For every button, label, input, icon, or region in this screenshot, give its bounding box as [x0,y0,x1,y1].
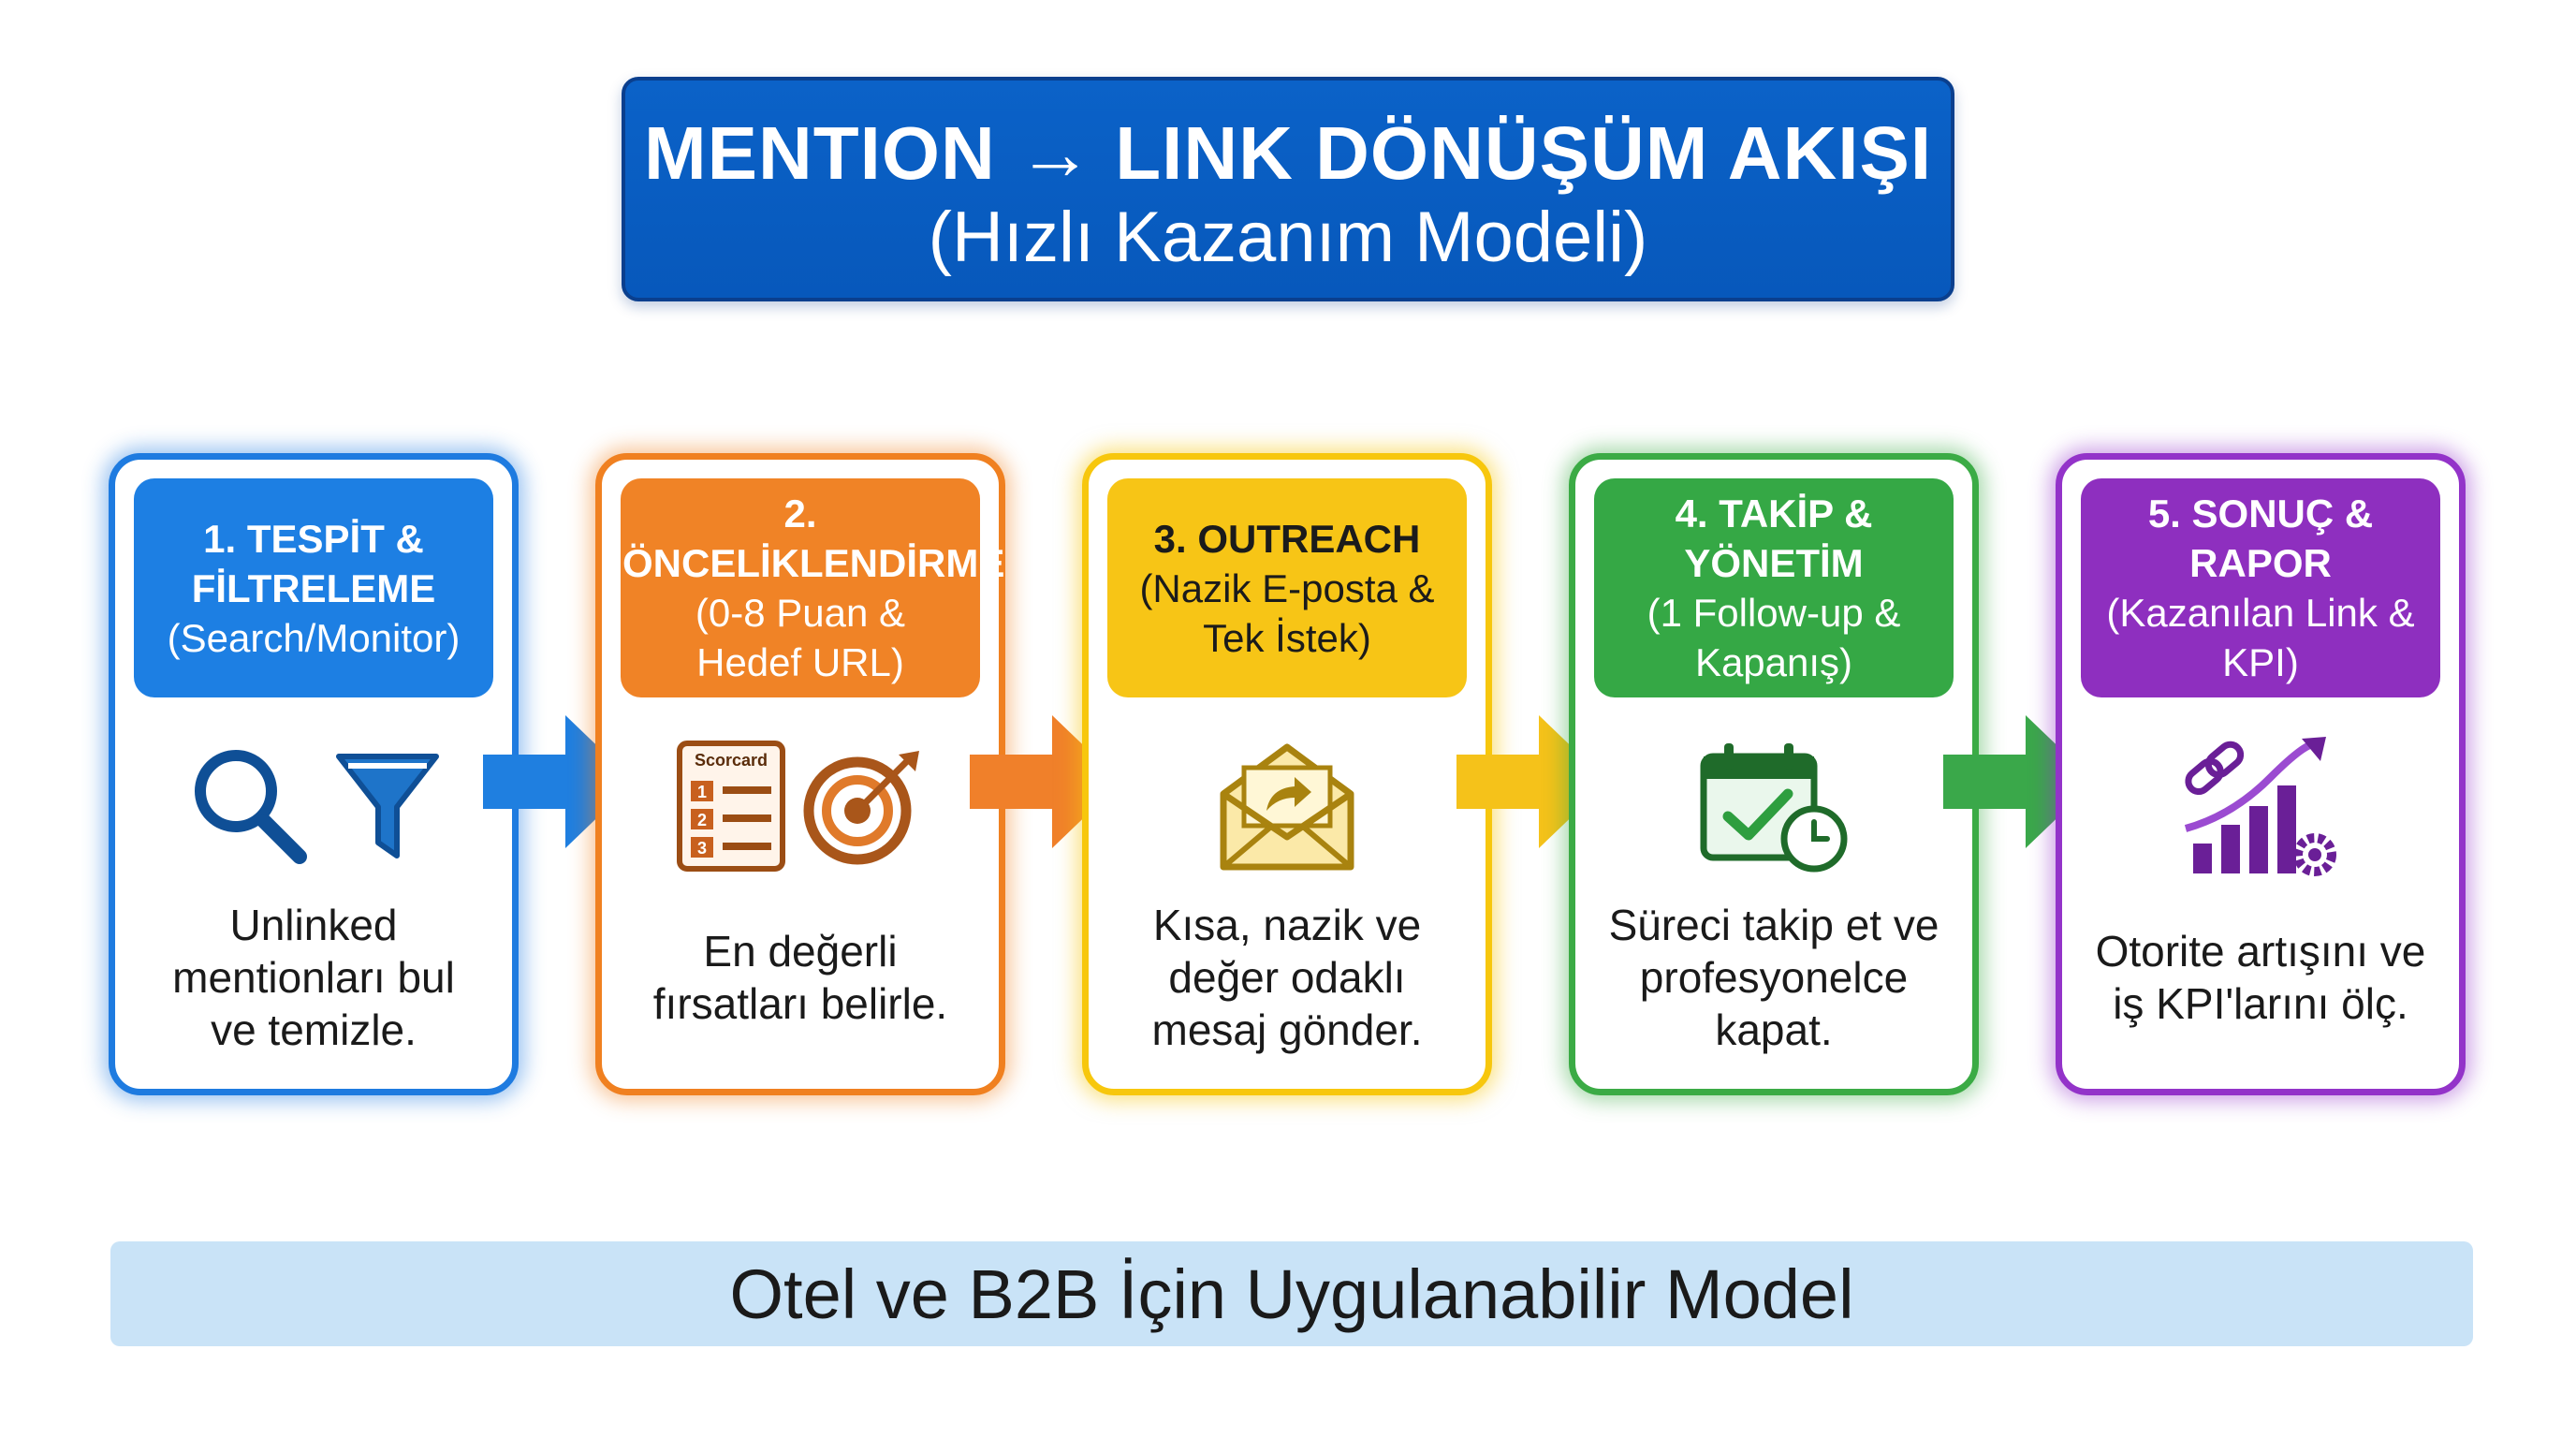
diagram-title: MENTION → LINK DÖNÜŞÜM AKIŞI [643,111,1933,195]
step-icons [2062,731,2459,881]
envelope-share-icon [1220,743,1354,871]
step-subtitle: (1 Follow-up & Kapanış) [1647,591,1901,684]
step-subtitle: (Kazanılan Link & KPI) [2106,591,2415,684]
step-description: Otorite artışını ve iş KPI'larını ölç. [2095,927,2426,1028]
step-card-3: 3. OUTREACH (Nazik E-posta & Tek İstek) … [1082,453,1492,1095]
step-title: 1. TESPİT & FİLTRELEME [191,516,436,610]
step-description: Süreci takip et ve profesyonelce kapat. [1608,901,1939,1054]
scorecard-row-number: 2 [697,811,707,829]
step-card-2: 2. ÖNCELİKLENDİRME (0-8 Puan & Hedef URL… [595,453,1005,1095]
step-title: 3. OUTREACH [1153,516,1421,561]
calendar-check-icon [1700,743,1848,873]
step-header-1: 1. TESPİT & FİLTRELEME (Search/Monitor) [134,478,493,697]
step-subtitle: (Search/Monitor) [167,615,461,660]
step-title: 5. SONUÇ & RAPOR [2147,492,2374,585]
step-header-2: 2. ÖNCELİKLENDİRME (0-8 Puan & Hedef URL… [621,478,1005,697]
step-card-4: 4. TAKİP & YÖNETİM (1 Follow-up & Kapanı… [1569,453,1979,1095]
funnel-icon [336,754,439,858]
step-description: Kısa, nazik ve değer odaklı mesaj gönder… [1151,901,1423,1054]
diagram-subtitle: (Hızlı Kazanım Modeli) [928,198,1648,277]
step-header-5: 5. SONUÇ & RAPOR (Kazanılan Link & KPI) [2081,478,2440,697]
step-title: 2. ÖNCELİKLENDİRME [622,492,1005,585]
step-description: En değerli fırsatları belirle. [652,927,948,1028]
step-card-1: 1. TESPİT & FİLTRELEME (Search/Monitor) … [109,453,519,1095]
step-subtitle: (Nazik E-posta & Tek İstek) [1139,565,1435,660]
step-header-3: 3. OUTREACH (Nazik E-posta & Tek İstek) [1107,478,1467,697]
step-icons [115,731,512,881]
target-icon [803,751,919,865]
step-header-4: 4. TAKİP & YÖNETİM (1 Follow-up & Kapanı… [1594,478,1954,697]
step-title: 4. TAKİP & YÖNETİM [1675,492,1873,585]
scorecard-label: Scorcard [695,751,768,770]
scorecard-row-number: 3 [697,839,707,858]
footer-banner: Otel ve B2B İçin Uygulanabilir Model [110,1241,2473,1346]
step-icons [1575,731,1972,881]
step-card-5: 5. SONUÇ & RAPOR (Kazanılan Link & KPI) … [2056,453,2466,1095]
magnifier-icon [195,750,307,864]
link-growth-chart-icon [2184,737,2336,876]
step-subtitle: (0-8 Puan & Hedef URL) [695,591,906,684]
title-banner: MENTION → LINK DÖNÜŞÜM AKIŞI (Hızlı Kaza… [622,77,1954,301]
scorecard-icon: Scorcard 1 2 3 [677,741,785,872]
scorecard-row-number: 1 [697,783,707,801]
step-icons: Scorcard 1 2 3 [602,731,999,881]
step-description: Unlinked mentionları bul ve temizle. [172,901,455,1054]
step-icons [1089,731,1486,881]
